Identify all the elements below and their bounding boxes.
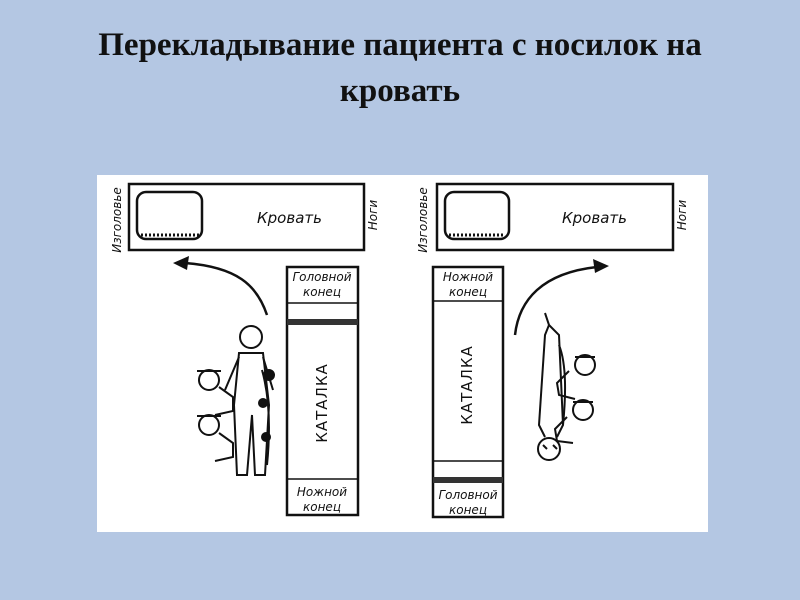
right-stretcher-top-label-1: Ножной [443,270,493,284]
slide-title-line-2: кровать [339,73,461,109]
right-stretcher-bottom-label-1: Головной [438,488,497,502]
right-bed [435,182,675,252]
left-stretcher-top-label-1: Головной [292,270,351,284]
right-scheme: Кровать Изголовье Ноги Ножной конец КАТА… [416,182,689,519]
left-caregivers-illustration [197,325,275,476]
right-arrow [513,265,598,336]
left-arrow [184,261,269,316]
right-feet-side-label: Ноги [675,200,689,231]
right-head-side-label: Изголовье [416,187,430,253]
right-stretcher-top-label-2: конец [449,285,487,299]
right-stretcher-bottom-label-2: конец [449,503,487,517]
left-stretcher-label: КАТАЛКА [313,363,331,443]
left-stretcher [285,265,360,517]
slide-title: Перекладывание пациента с носилок на кро… [0,22,800,114]
transfer-diagram: Кровать Изголовье Ноги Головной конец КА… [97,175,708,532]
left-stretcher-top-label-2: конец [303,285,341,299]
transfer-diagram-svg: Кровать Изголовье Ноги Головной конец КА… [110,182,689,519]
left-stretcher-bottom-label-1: Ножной [297,485,347,499]
left-scheme: Кровать Изголовье Ноги Головной конец КА… [110,182,380,517]
right-caregivers-illustration [537,312,596,461]
left-feet-side-label: Ноги [366,200,380,231]
right-stretcher-label: КАТАЛКА [458,345,476,425]
left-bed-pillow [135,190,204,241]
left-stretcher-bottom-label-2: конец [303,500,341,514]
right-bed-label: Кровать [562,209,627,227]
right-bed-pillow [443,190,511,241]
slide-title-line-1: Перекладывание пациента с носилок на [98,27,702,63]
left-bed-label: Кровать [257,209,322,227]
left-head-side-label: Изголовье [110,187,124,253]
right-stretcher [431,265,505,519]
left-bed [127,182,366,252]
